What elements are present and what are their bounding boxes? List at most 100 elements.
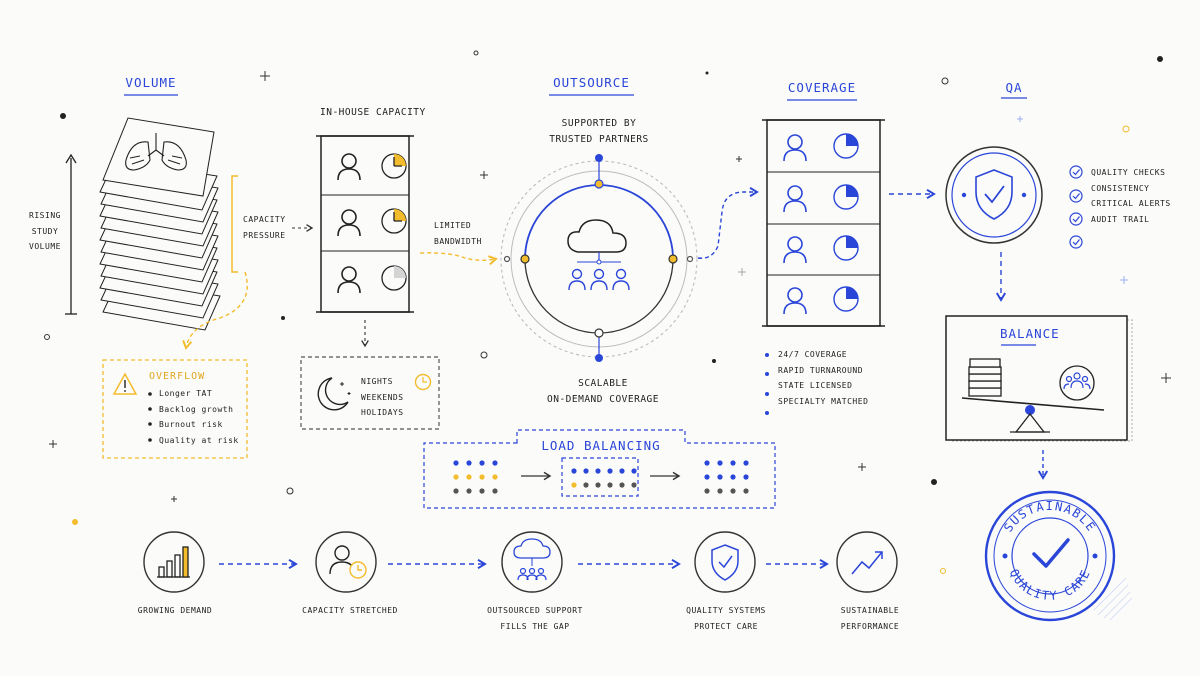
load-dot — [730, 488, 736, 494]
load-dot — [466, 488, 472, 494]
load-dot — [583, 468, 589, 474]
svg-text:QUALITY CARE: QUALITY CARE — [1007, 567, 1094, 603]
load-balancing-box — [423, 429, 776, 509]
after-hours-item: WEEKENDS — [361, 392, 404, 402]
pressure-label-line: PRESSURE — [243, 230, 286, 240]
load-dot — [479, 474, 485, 480]
flow-label-line: GROWING DEMAND — [137, 606, 213, 615]
qa-check-item: AUDIT TRAIL — [1091, 214, 1150, 224]
svg-text:SUSTAINABLE: SUSTAINABLE — [1001, 499, 1099, 535]
clock-icons — [381, 153, 407, 291]
rising-volume-arrow — [65, 153, 77, 315]
outsource-bottom-label: SCALABLE ON-DEMAND COVERAGE — [547, 376, 659, 407]
flow-label-growing-demand: GROWING DEMAND — [138, 603, 212, 619]
coverage-item: SPECIALTY MATCHED — [778, 396, 869, 406]
heading-balance: BALANCE — [1000, 326, 1060, 341]
after-hours-item: HOLIDAYS — [361, 408, 404, 417]
load-dot — [717, 474, 723, 480]
flow-label-line: FILLS THE GAP — [500, 621, 570, 631]
load-dot — [453, 488, 459, 494]
warning-icon — [112, 372, 138, 395]
load-dot — [743, 460, 749, 466]
coverage-arrow — [697, 186, 759, 259]
qa-check-item: CRITICAL ALERTS — [1091, 199, 1171, 208]
load-dots — [453, 460, 749, 494]
rising-label-line: VOLUME — [29, 242, 61, 251]
load-dot — [607, 482, 613, 488]
load-dot — [704, 488, 710, 494]
load-dot — [631, 468, 637, 474]
capacity-pressure-label: CAPACITY PRESSURE — [243, 212, 286, 243]
coverage-bullets — [765, 353, 769, 415]
load-dot — [704, 474, 710, 480]
overflow-item: Backlog growth — [159, 404, 234, 414]
flow-label-outsourced-support: OUTSOURCED SUPPORT FILLS THE GAP — [487, 603, 583, 634]
coverage-item: RAPID TURNAROUND — [778, 365, 864, 375]
overflow-arrow — [182, 271, 248, 350]
load-dot — [571, 482, 577, 488]
load-dot — [466, 474, 472, 480]
qa-check-item: QUALITY CHECKS — [1091, 168, 1166, 177]
coverage-item: 24/7 COVERAGE — [778, 350, 848, 359]
overflow-bullets — [148, 392, 152, 442]
flow-label-line: PERFORMANCE — [840, 621, 900, 631]
load-dot — [595, 482, 601, 488]
overflow-item: Longer TAT — [159, 389, 213, 398]
heading-underlines — [124, 94, 1027, 101]
coverage-clock-icons — [833, 133, 859, 312]
bandwidth-arrow — [419, 252, 498, 266]
pressure-label-line: CAPACITY — [243, 215, 286, 224]
load-dot — [583, 482, 589, 488]
rising-volume-label: RISING STUDY VOLUME — [29, 208, 61, 255]
bar-chart-icon — [157, 546, 190, 578]
outsource-bottom-line: ON-DEMAND COVERAGE — [547, 393, 659, 405]
seal-bottom-text: QUALITY CARE — [1007, 567, 1092, 603]
rising-label-line: STUDY — [31, 226, 59, 236]
lungs-icon — [125, 133, 187, 171]
qa-check-item: CONSISTENCY — [1091, 183, 1150, 193]
flow-label-quality-systems: QUALITY SYSTEMS PROTECT CARE — [686, 603, 766, 634]
seal-top-text: SUSTAINABLE — [1001, 499, 1097, 535]
flow-label-line: PROTECT CARE — [694, 621, 758, 631]
load-dot — [571, 468, 577, 474]
load-dot — [479, 488, 485, 494]
load-dot — [730, 460, 736, 466]
outsource-top-line: TRUSTED PARTNERS — [549, 133, 649, 145]
inhouse-title: IN-HOUSE CAPACITY — [320, 107, 426, 118]
overflow-box — [102, 359, 248, 459]
load-dot — [595, 468, 601, 474]
flow-label-line: SUSTAINABLE — [840, 606, 900, 615]
load-dot — [607, 468, 613, 474]
flow-label-capacity-stretched: CAPACITY STRETCHED — [302, 603, 398, 619]
flow-label-sustainable-performance: SUSTAINABLE PERFORMANCE — [841, 603, 899, 634]
bandwidth-label-line: BANDWIDTH — [434, 236, 482, 246]
load-dot — [479, 460, 485, 466]
coverage-list: 24/7 COVERAGE RAPID TURNAROUND STATE LIC… — [778, 347, 868, 409]
flow-label-line: OUTSOURCED SUPPORT — [487, 606, 583, 615]
scale-icon — [961, 358, 1105, 433]
decorative-dots — [60, 56, 1163, 525]
load-dot — [631, 482, 637, 488]
study-stack — [99, 117, 221, 331]
cloud-team-small-icon — [513, 538, 551, 581]
flow-label-line: QUALITY SYSTEMS — [686, 606, 766, 615]
qa-check-list: QUALITY CHECKS CONSISTENCY CRITICAL ALER… — [1091, 165, 1171, 227]
load-dot — [466, 460, 472, 466]
heading-volume: VOLUME — [125, 75, 177, 90]
overflow-title: OVERFLOW — [149, 371, 206, 382]
heading-coverage: COVERAGE — [787, 80, 857, 95]
inhouse-box — [316, 135, 414, 313]
load-dot — [743, 474, 749, 480]
rising-label-line: RISING — [29, 211, 61, 220]
outsource-top-line: SUPPORTED BY — [561, 118, 637, 129]
moon-icon — [317, 377, 351, 411]
overflow-item: Quality at risk — [159, 435, 239, 445]
load-dot — [619, 468, 625, 474]
pressure-bracket — [231, 175, 238, 273]
outsource-bottom-line: SCALABLE — [578, 378, 628, 389]
load-dot — [730, 474, 736, 480]
coverage-box — [762, 119, 885, 327]
person-clock-icon — [329, 545, 367, 579]
flow-label-line: CAPACITY STRETCHED — [302, 606, 398, 615]
